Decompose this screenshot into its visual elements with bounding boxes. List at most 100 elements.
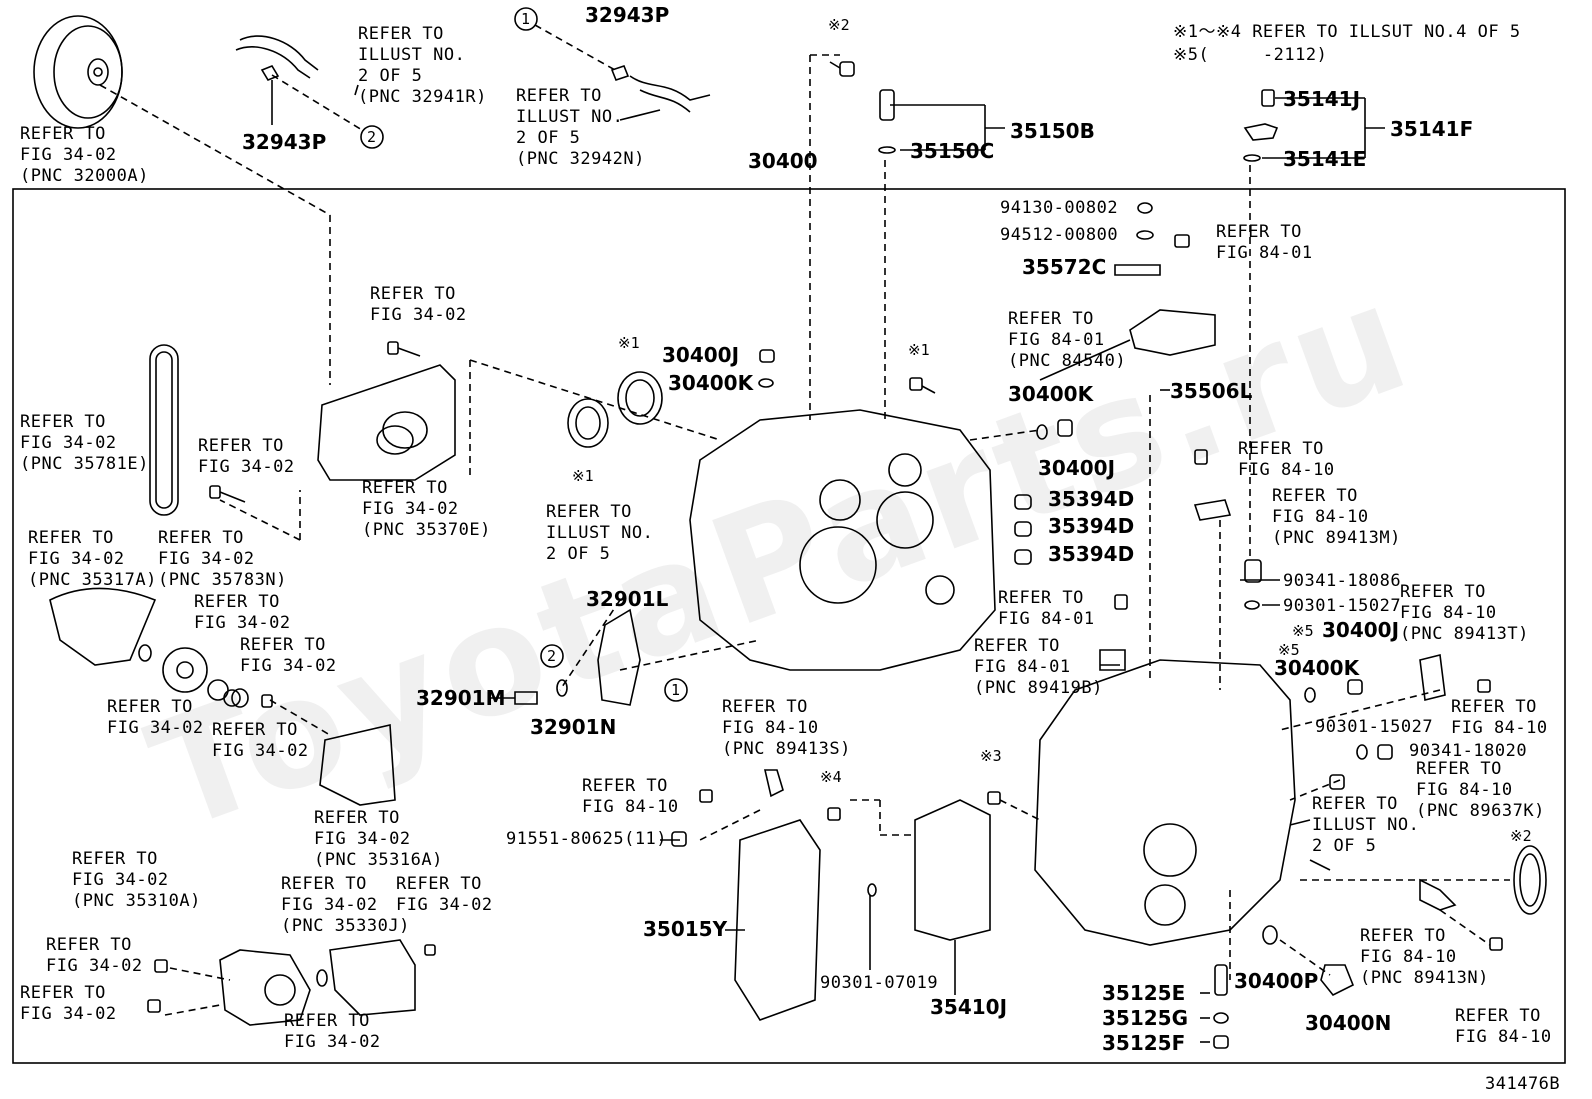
part-number[interactable]: 35141E (1283, 147, 1367, 171)
part-number[interactable]: 35141F (1390, 117, 1474, 141)
part-number[interactable]: 32901M (416, 686, 506, 710)
ref-line: FIG 34-02 (20, 433, 117, 453)
part-number[interactable]: 30400K (1274, 656, 1360, 680)
part-number[interactable]: 35572C (1022, 255, 1107, 279)
part-number[interactable]: 35410J (930, 995, 1008, 1019)
ref-line: REFER TO (1416, 759, 1502, 779)
part-number[interactable]: 91551-80625(11) (506, 829, 668, 849)
part-number[interactable]: 90341-18020 (1409, 741, 1528, 761)
part-number[interactable]: 94512-00800 (1000, 225, 1119, 245)
part-number[interactable]: 30400J (1322, 618, 1400, 642)
ref-line: REFER TO (722, 697, 808, 717)
ref-line: REFER TO (212, 720, 298, 740)
part-number[interactable]: 35125G (1102, 1006, 1188, 1030)
part-number[interactable]: 35150C (910, 139, 995, 163)
ref-line: FIG 34-02 (212, 741, 309, 761)
part-number[interactable]: 30400J (1038, 456, 1116, 480)
part-number[interactable]: 35125F (1102, 1031, 1186, 1055)
part-number[interactable]: 35150B (1010, 119, 1095, 143)
ref-line: REFER TO (516, 86, 602, 106)
part-number[interactable]: 32901L (586, 587, 669, 611)
ref-line: REFER TO (158, 528, 244, 548)
part-number[interactable]: 32901N (530, 715, 617, 739)
drain-plug-icon (1244, 559, 1262, 583)
part-number[interactable]: 35141J (1283, 87, 1361, 111)
part-number[interactable]: 94130-00802 (1000, 198, 1119, 218)
part-number[interactable]: 35506L (1170, 379, 1253, 403)
sensor-icon-2 (1243, 89, 1279, 162)
part-number[interactable]: 30400N (1305, 1011, 1392, 1035)
ref-line: REFER TO (998, 588, 1084, 608)
note-mark: ※1 (908, 341, 930, 359)
ref-line: (PNC 89637K) (1416, 801, 1545, 821)
part-number[interactable]: 30400P (1234, 969, 1319, 993)
ref-line: (PNC 89413M) (1272, 528, 1401, 548)
part-number[interactable]: 35394D (1048, 514, 1135, 538)
ref-line: FIG 34-02 (20, 145, 117, 165)
part-number[interactable]: 32943P (585, 3, 670, 27)
ref-line: REFER TO (370, 284, 456, 304)
ref-line: REFER TO (20, 412, 106, 432)
circle-number: 1 (521, 10, 531, 28)
part-number[interactable]: 35394D (1048, 542, 1135, 566)
ref-line: REFER TO (1008, 309, 1094, 329)
frame-border (12, 188, 1566, 1064)
ref-line: (PNC 84540) (1008, 351, 1127, 371)
part-number[interactable]: 30400K (1008, 382, 1094, 406)
plug-icon (1014, 549, 1032, 565)
part-number[interactable]: 90301-15027 (1283, 596, 1402, 616)
part-number[interactable]: 35125E (1102, 981, 1186, 1005)
part-number[interactable]: 30400K (668, 371, 754, 395)
part-number[interactable]: 90341-18086 (1283, 571, 1402, 591)
part-number[interactable]: 90301-07019 (820, 973, 939, 993)
part-number[interactable]: 90301-15027 (1315, 717, 1434, 737)
note-mark: ※4 (820, 768, 842, 786)
ref-line: (PNC 35317A) (28, 570, 157, 590)
part-number[interactable]: 32943P (242, 130, 327, 154)
ref-line: FIG 84-01 (974, 657, 1071, 677)
part-number[interactable]: 30400 (748, 149, 818, 173)
part-number[interactable]: 35394D (1048, 487, 1135, 511)
part-number[interactable]: 35015Y (643, 917, 728, 941)
ref-line: 2 OF 5 (1312, 836, 1377, 856)
circle-2-marker (360, 125, 384, 149)
part-number[interactable]: 30400J (662, 343, 740, 367)
note-mark: ※5 (1292, 622, 1314, 640)
